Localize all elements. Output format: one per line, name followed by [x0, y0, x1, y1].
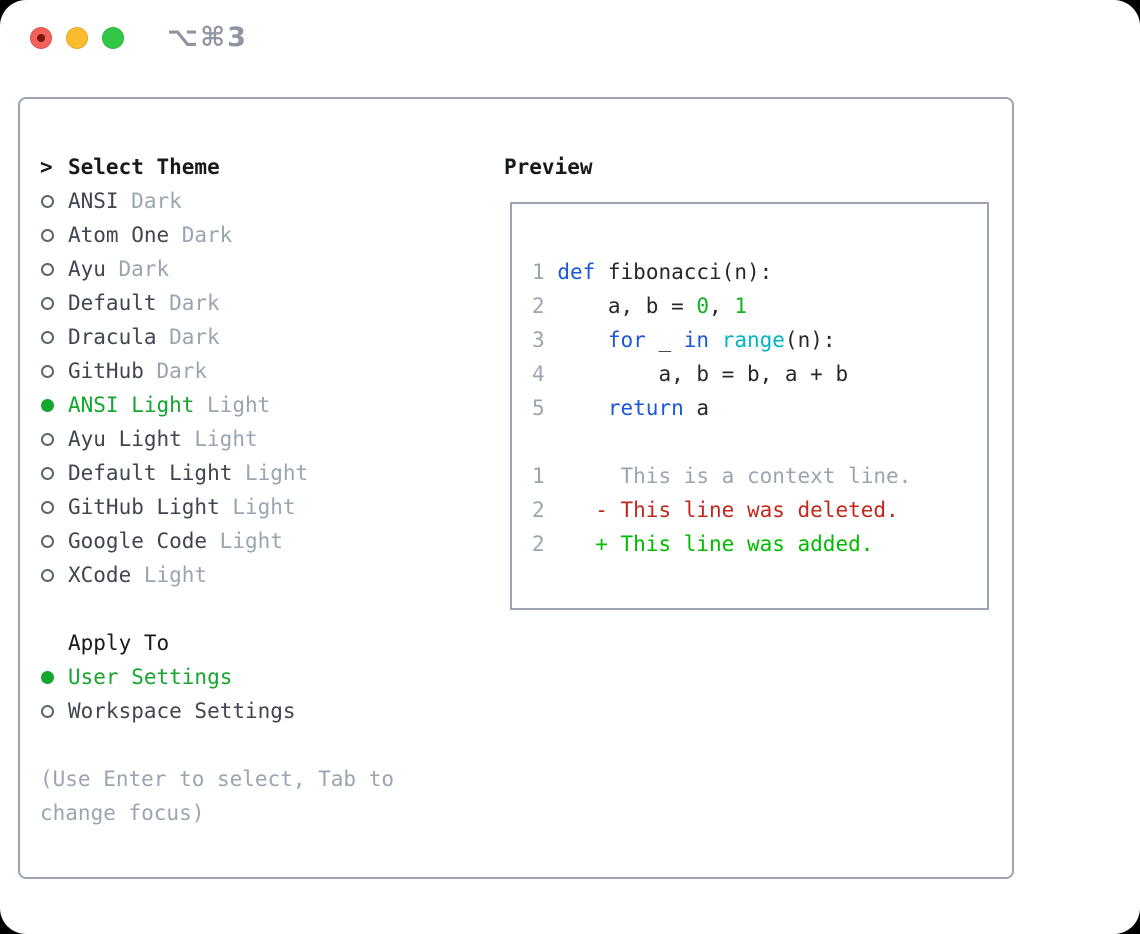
- theme-item-github-light[interactable]: GitHub Light Light: [40, 490, 490, 524]
- theme-item-ansi-light[interactable]: ANSI Light Light: [40, 388, 490, 422]
- diff-context-line: 1 This is a context line.: [532, 464, 912, 488]
- code-line-1: 1 def fibonacci(n):: [532, 260, 773, 284]
- theme-tag: Dark: [156, 359, 208, 383]
- theme-name: GitHub Light: [68, 495, 220, 519]
- radio-icon: [41, 296, 54, 310]
- theme-name: Atom One: [68, 223, 170, 247]
- blank-line: [532, 425, 911, 459]
- radio-icon: [41, 262, 54, 276]
- code-preview: 1 def fibonacci(n): 2 a, b = 0, 1 3 for …: [532, 255, 911, 561]
- spacer: [40, 592, 490, 626]
- radio-selected-icon: [41, 670, 54, 684]
- radio-icon: [41, 704, 54, 718]
- theme-item-atom-one-dark[interactable]: Atom One Dark: [40, 218, 490, 252]
- theme-name: Dracula: [68, 325, 157, 349]
- radio-icon: [41, 330, 54, 344]
- theme-tag: Dark: [169, 325, 220, 349]
- line-number: 2: [532, 532, 545, 556]
- radio-icon: [41, 228, 54, 242]
- prompt-icon: >: [40, 155, 53, 179]
- theme-item-ayu-light[interactable]: Ayu Light Light: [40, 422, 490, 456]
- apply-option-label: Workspace Settings: [68, 699, 296, 723]
- theme-name: Default Light: [68, 461, 233, 485]
- theme-item-google-code-light[interactable]: Google Code Light: [40, 524, 490, 558]
- line-number: 1: [532, 260, 545, 284]
- code-line-2: 2 a, b = 0, 1: [532, 294, 747, 318]
- minimize-button[interactable]: [66, 27, 88, 49]
- theme-list-panel: > Select Theme ANSI Dark Atom One Dark A…: [40, 150, 490, 830]
- line-number: 5: [532, 396, 545, 420]
- theme-name: XCode: [68, 563, 132, 587]
- theme-item-default-dark[interactable]: Default Dark: [40, 286, 490, 320]
- radio-icon: [41, 364, 54, 378]
- panel-title: Select Theme: [68, 155, 220, 179]
- line-number: 1: [532, 464, 545, 488]
- radio-icon: [41, 466, 54, 480]
- theme-tag: Dark: [169, 291, 220, 315]
- radio-icon: [41, 194, 54, 208]
- theme-name: ANSI: [68, 189, 119, 213]
- radio-icon: [41, 432, 54, 446]
- theme-item-default-light[interactable]: Default Light Light: [40, 456, 490, 490]
- theme-tag: Light: [207, 393, 271, 417]
- theme-item-github-dark[interactable]: GitHub Dark: [40, 354, 490, 388]
- theme-name: Ayu: [68, 257, 106, 281]
- hint-line-1: (Use Enter to select, Tab to: [40, 767, 395, 791]
- theme-tag: Light: [143, 563, 208, 587]
- window-shortcut-label: ⌥⌘3: [167, 22, 248, 53]
- theme-name: GitHub: [68, 359, 144, 383]
- theme-name: ANSI Light: [68, 393, 195, 417]
- zoom-button[interactable]: [102, 27, 124, 49]
- theme-item-ansi-dark[interactable]: ANSI Dark: [40, 184, 490, 218]
- theme-tag: Dark: [118, 257, 170, 281]
- theme-tag: Light: [232, 495, 296, 519]
- theme-item-xcode-light[interactable]: XCode Light: [40, 558, 490, 592]
- apply-to-title: Apply To: [68, 631, 170, 655]
- line-number: 3: [532, 328, 545, 352]
- theme-name: Default: [68, 291, 157, 315]
- radio-icon: [41, 500, 54, 514]
- radio-icon: [41, 534, 54, 548]
- diff-added-line: 2 + This line was added.: [532, 532, 874, 556]
- line-number: 4: [532, 362, 545, 386]
- radio-icon: [41, 568, 54, 582]
- select-theme-header: > Select Theme: [40, 150, 490, 184]
- radio-selected-icon: [41, 398, 54, 412]
- line-number: 2: [532, 294, 545, 318]
- theme-tag: Light: [194, 427, 258, 451]
- diff-deleted-line: 2 - This line was deleted.: [532, 498, 899, 522]
- theme-tag: Light: [219, 529, 283, 553]
- code-line-3: 3 for _ in range(n):: [532, 328, 836, 352]
- apply-option-user-settings[interactable]: User Settings: [40, 660, 490, 694]
- theme-name: Google Code: [68, 529, 208, 553]
- preview-title: Preview: [504, 155, 593, 179]
- hint-line-2: change focus): [40, 801, 205, 825]
- spacer: [40, 728, 490, 762]
- line-number: 2: [532, 498, 545, 522]
- theme-name: Ayu Light: [68, 427, 182, 451]
- apply-to-header: Apply To: [40, 626, 490, 660]
- theme-item-ayu-dark[interactable]: Ayu Dark: [40, 252, 490, 286]
- close-button[interactable]: [30, 27, 52, 49]
- theme-tag: Light: [244, 461, 309, 485]
- code-line-5: 5 return a: [532, 396, 710, 420]
- preview-pane: 1 def fibonacci(n): 2 a, b = 0, 1 3 for …: [510, 202, 989, 610]
- theme-tag: Dark: [181, 223, 233, 247]
- apply-option-label: User Settings: [68, 665, 233, 689]
- theme-tag: Dark: [131, 189, 182, 213]
- apply-option-workspace-settings[interactable]: Workspace Settings: [40, 694, 490, 728]
- code-line-4: 4 a, b = b, a + b: [532, 362, 849, 386]
- theme-item-dracula-dark[interactable]: Dracula Dark: [40, 320, 490, 354]
- theme-picker-window: > Select Theme ANSI Dark Atom One Dark A…: [18, 97, 1014, 879]
